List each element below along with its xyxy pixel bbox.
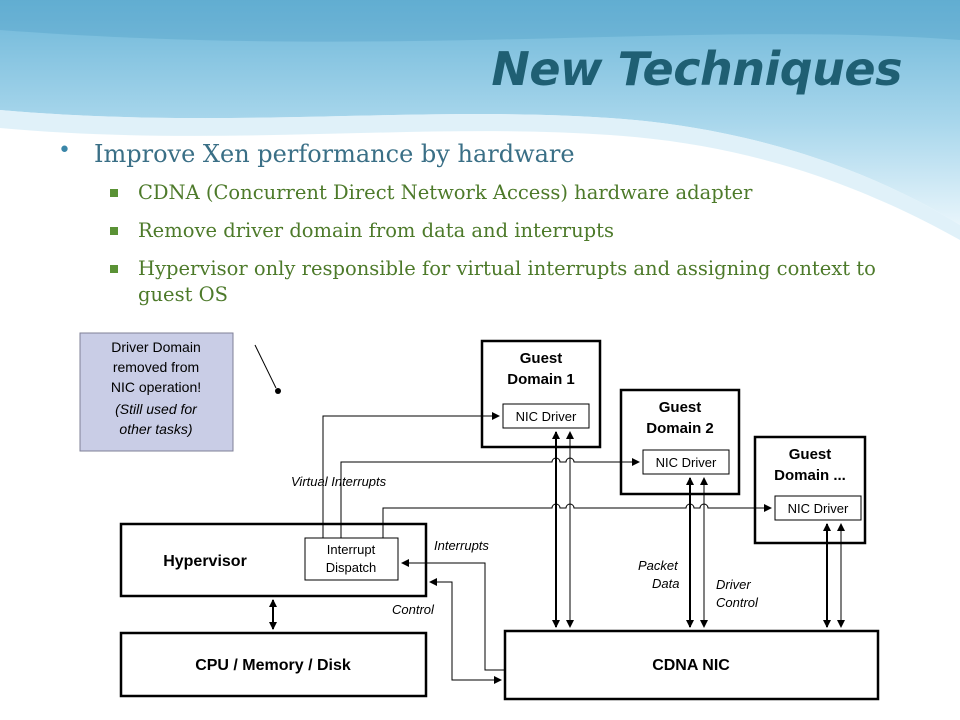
control-label: Control [392,602,435,617]
driver-control-label: Driver [716,577,751,592]
bullet-list: • Improve Xen performance by hardware CD… [58,138,918,320]
virtual-interrupt-line-1 [322,412,500,538]
bullet-dot-icon: • [58,138,71,163]
nic-driver-n-box [774,495,862,521]
packet-data-label: Packet [638,558,679,573]
header-wave-background [0,0,960,240]
cdna-architecture-diagram: Driver Domain removed from NIC operation… [79,332,880,701]
nic-driver-n-label: NIC Driver [788,501,849,516]
guest-domain-n-box [753,435,867,545]
note-line: removed from [113,359,199,375]
control-arrow [429,578,502,684]
interrupts-label: Interrupts [434,538,489,553]
interrupt-dispatch-label: Dispatch [326,560,377,575]
guest-domain-1-label: Domain 1 [507,371,575,388]
square-bullet-icon [110,189,118,197]
subbullet-text: CDNA (Concurrent Direct Network Access) … [138,181,753,204]
square-bullet-icon [110,227,118,235]
hypervisor-label: Hypervisor [163,553,247,570]
guest-domain-2-label: Domain 2 [646,420,714,437]
note-line: other tasks) [119,421,192,437]
subbullet-item: Hypervisor only responsible for virtual … [58,256,918,308]
interrupt-dispatch-box [304,537,399,581]
subbullet-text: Hypervisor only responsible for virtual … [138,257,876,306]
guest-domain-1-box [480,339,602,449]
virtual-interrupt-line-3 [382,503,772,538]
guest-domain-n-label: Guest [789,446,832,463]
driver-domain-note-box [79,332,234,452]
note-pointer-dot [275,388,281,394]
guest-domain-2-box [619,388,741,496]
bullet-item: • Improve Xen performance by hardware [58,138,918,168]
note-line: (Still used for [115,401,198,417]
subbullet-text: Remove driver domain from data and inter… [138,219,614,242]
guest-domain-1-label: Guest [520,350,563,367]
nic-driver-1-box [502,403,590,429]
bullet-text: Improve Xen performance by hardware [94,140,575,168]
slide-title: New Techniques [491,42,902,96]
cpu-memory-disk-label: CPU / Memory / Disk [195,657,351,674]
interrupt-dispatch-label: Interrupt [327,542,376,557]
note-pointer-line [254,344,277,389]
driver-control-label: Control [716,595,759,610]
guest-domain-n-label: Domain ... [774,467,846,484]
nic-driver-1-label: NIC Driver [516,409,577,424]
subbullet-item: CDNA (Concurrent Direct Network Access) … [58,180,918,206]
cdna-nic-box [503,629,880,701]
square-bullet-icon [110,265,118,273]
cpu-memory-disk-box [119,631,428,698]
virtual-interrupts-label: Virtual Interrupts [291,474,387,489]
nic-driver-2-label: NIC Driver [656,455,717,470]
note-line: Driver Domain [111,339,200,355]
subbullet-item: Remove driver domain from data and inter… [58,218,918,244]
cdna-nic-label: CDNA NIC [652,657,730,674]
nic-driver-2-box [642,449,730,475]
guest-domain-2-label: Guest [659,399,702,416]
note-line: NIC operation! [111,379,201,395]
packet-data-label: Data [652,576,679,591]
